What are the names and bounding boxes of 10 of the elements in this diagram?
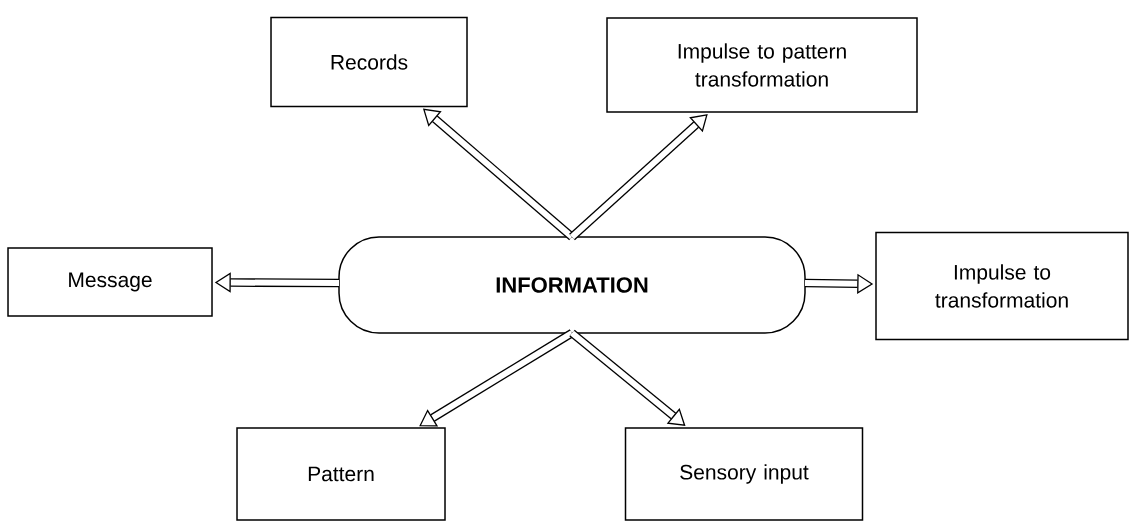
process-box: Sensory input: [624, 427, 864, 521]
process-box: Pattern: [236, 427, 446, 521]
process-box: Impulse to transformation: [875, 231, 1129, 341]
process-box: Impulse to pattern transformation: [606, 17, 918, 113]
arrow: [569, 329, 686, 426]
arrow: [569, 114, 708, 241]
information-box: INFORMATION: [338, 236, 806, 334]
process-box: Message: [7, 247, 213, 317]
process-box: Records: [270, 16, 468, 108]
arrow: [419, 329, 575, 427]
